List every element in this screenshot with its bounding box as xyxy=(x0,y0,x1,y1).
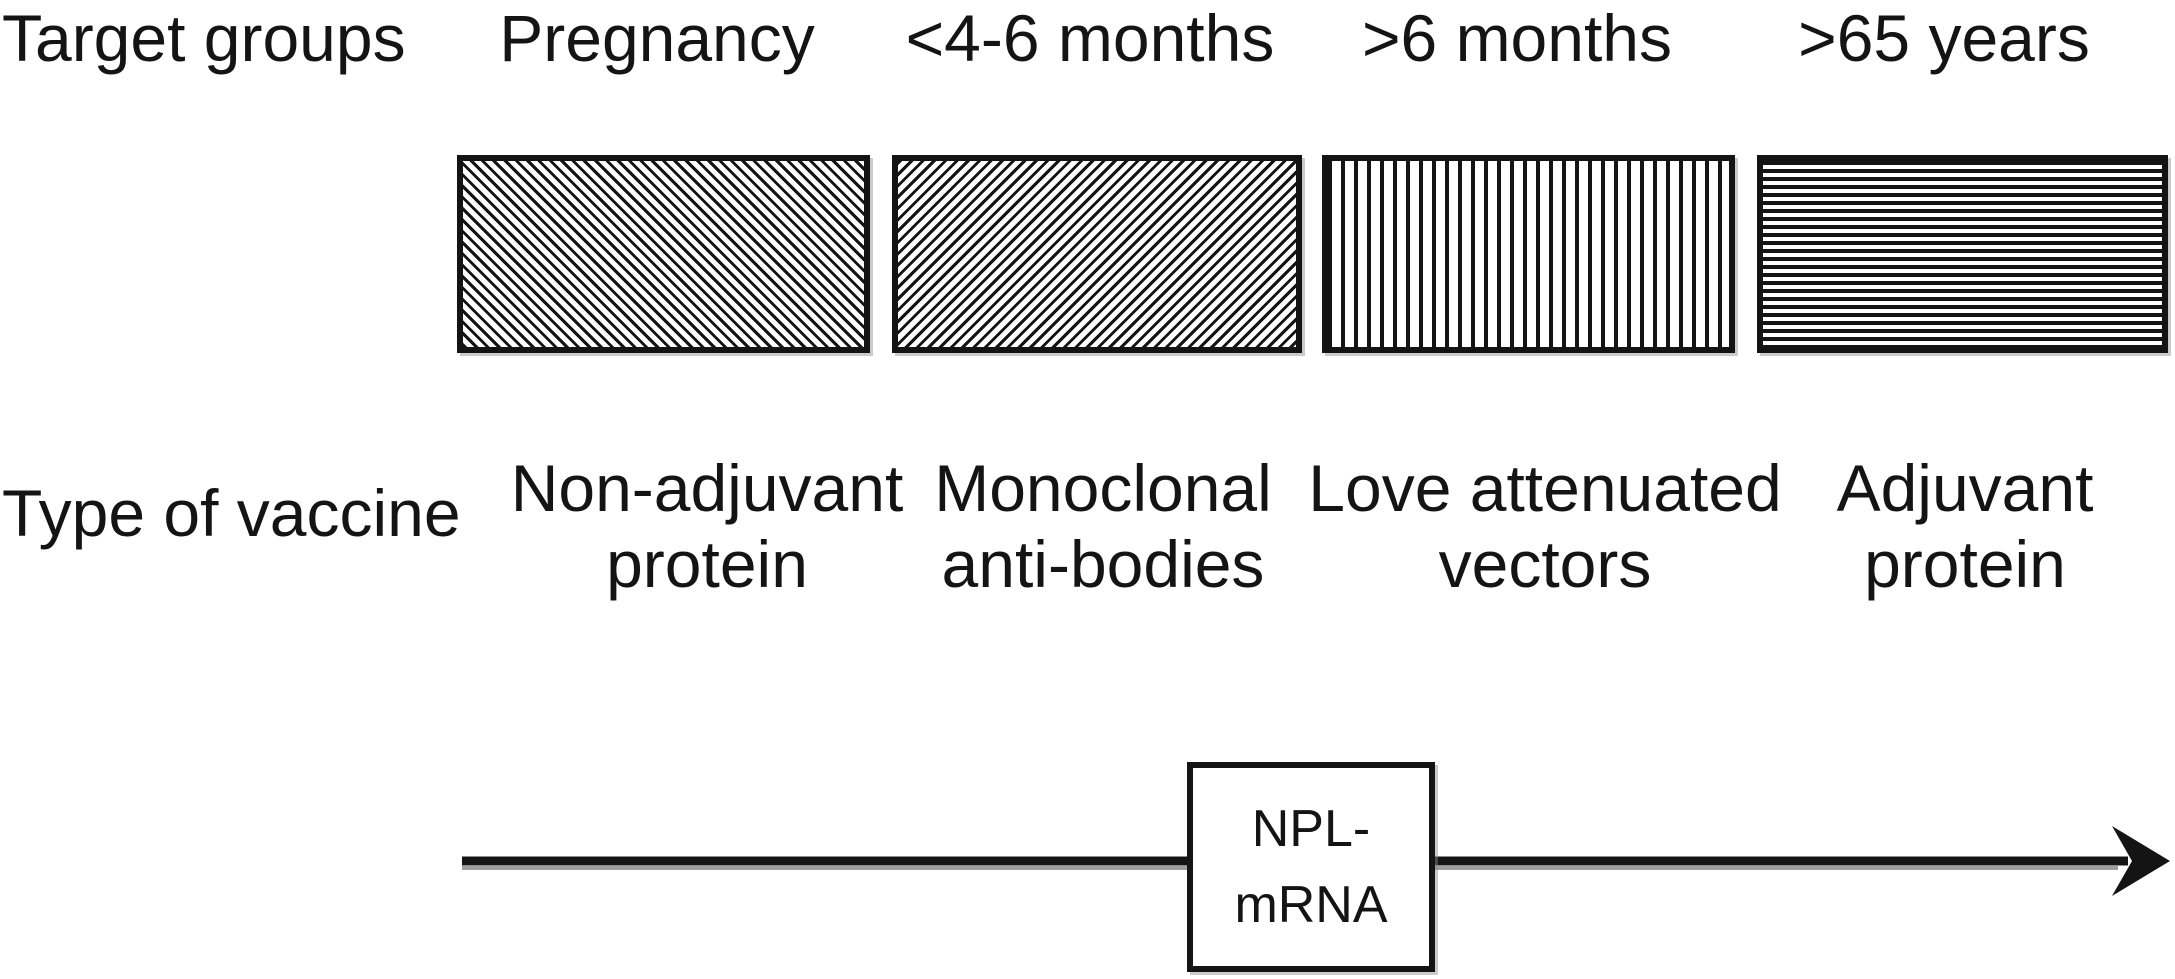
vaccine-type-monoclonal-antibodies: Monoclonal anti-bodies xyxy=(934,450,1272,602)
target-group-header-pregnancy: Pregnancy xyxy=(499,1,815,75)
vaccine-type-love-attenuated-vectors: Love attenuated vectors xyxy=(1308,450,1781,602)
vaccine-type-line: Love attenuated xyxy=(1308,451,1782,525)
npl-mrna-line: mRNA xyxy=(1234,876,1388,934)
vaccine-type-adjuvant-protein: Adjuvant protein xyxy=(1837,450,2094,602)
target-group-header-over-6-months: >6 months xyxy=(1361,1,1673,75)
npl-mrna-line: NPL- xyxy=(1251,800,1371,858)
vaccine-type-line: Monoclonal xyxy=(934,451,1272,525)
hatch-box-horizontal-stripes-icon xyxy=(1757,155,2168,353)
timeline-arrowhead-icon xyxy=(2112,826,2170,896)
hatch-box-diagonal-down-icon xyxy=(457,155,870,353)
target-group-header-under-4-6-months: <4-6 months xyxy=(905,1,1275,75)
vaccine-type-line: protein xyxy=(1864,527,2066,601)
hatch-box-diagonal-up-icon xyxy=(892,155,1302,353)
vaccine-type-line: Adjuvant xyxy=(1836,451,2094,525)
target-groups-row-label: Target groups xyxy=(2,1,406,75)
vaccine-type-line: anti-bodies xyxy=(941,527,1265,601)
vaccine-type-line: vectors xyxy=(1438,527,1652,601)
vaccine-type-line: protein xyxy=(606,527,808,601)
target-group-header-over-65-years: >65 years xyxy=(1798,1,2090,75)
type-of-vaccine-row-label: Type of vaccine xyxy=(2,476,461,550)
hatch-box-vertical-stripes-icon xyxy=(1322,155,1735,353)
npl-mrna-box: NPL- mRNA xyxy=(1187,762,1435,972)
vaccine-type-non-adjuvant-protein: Non-adjuvant protein xyxy=(511,450,904,602)
vaccine-type-line: Non-adjuvant xyxy=(510,451,904,525)
